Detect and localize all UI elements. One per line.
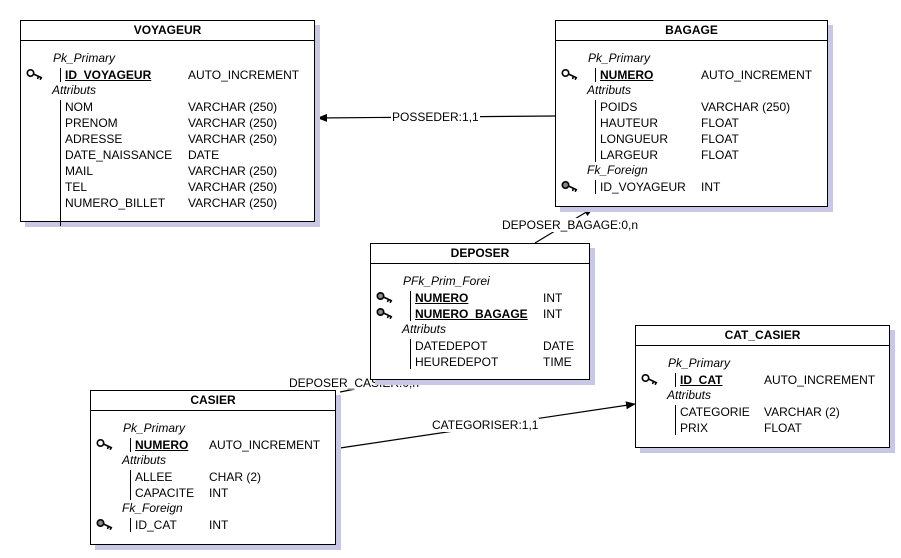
field-name: NUMERO_BILLET	[65, 196, 166, 210]
fk-group-label: Fk_Foreign	[122, 501, 183, 515]
field-name: POIDS	[600, 100, 638, 114]
posseder-label: POSSEDER:1,1	[391, 110, 480, 124]
field-type: DATE	[543, 339, 575, 353]
field-type: VARCHAR (250)	[188, 196, 278, 210]
key-icon	[26, 68, 44, 81]
entity-title: DEPOSER	[371, 244, 589, 264]
field-name: CAPACITE	[135, 486, 195, 500]
pk-group-label: Pk_Primary	[668, 356, 731, 370]
field-name: PRENOM	[65, 116, 118, 130]
field-type: FLOAT	[764, 421, 802, 435]
attributes-group-label: Attributs	[402, 322, 447, 336]
field-type: CHAR (2)	[209, 470, 262, 484]
field-type: VARCHAR (250)	[188, 132, 278, 146]
pk-group-label: PFk_Prim_Forei	[403, 274, 490, 288]
field-name: MAIL	[65, 164, 94, 178]
field-type: AUTO_INCREMENT	[701, 68, 813, 82]
field-name: DATEDEPOT	[415, 339, 488, 353]
field-name: CATEGORIE	[680, 405, 750, 419]
field-name: ALLEE	[135, 470, 173, 484]
field-type: FLOAT	[701, 132, 739, 146]
entity-voyageur[interactable]: VOYAGEUR Pk_Primary ID_VOYAGEUR AUTO_INC…	[20, 20, 315, 226]
field-name: PRIX	[680, 421, 709, 435]
foreign-key-icon	[561, 180, 579, 193]
field-name: NUMERO	[600, 68, 654, 82]
pk-group-label: Pk_Primary	[123, 421, 186, 435]
field-type: INT	[209, 486, 229, 500]
field-type: VARCHAR (2)	[764, 405, 840, 419]
attributes-group-label: Attributs	[667, 388, 712, 402]
pk-group-label: Pk_Primary	[588, 51, 651, 65]
field-name: TEL	[65, 180, 88, 194]
field-name: ID_CAT	[680, 373, 723, 387]
field-type: VARCHAR (250)	[701, 100, 791, 114]
key-icon	[561, 68, 579, 81]
field-type: VARCHAR (250)	[188, 180, 278, 194]
field-type: DATE	[188, 148, 220, 162]
field-name: HEUREDEPOT	[415, 355, 499, 369]
field-name: HAUTEUR	[600, 116, 659, 130]
field-name: ADRESSE	[65, 132, 123, 146]
field-name: NOM	[65, 100, 93, 114]
categoriser-label: CATEGORISER:1,1	[431, 418, 540, 432]
field-type: AUTO_INCREMENT	[188, 68, 300, 82]
entity-cat-casier[interactable]: CAT_CASIER Pk_Primary ID_CAT AUTO_INCREME…	[635, 325, 890, 448]
entity-bagage[interactable]: BAGAGE Pk_Primary NUMERO AUTO_INCREMENT …	[555, 20, 828, 207]
fk-group-label: Fk_Foreign	[587, 163, 648, 177]
deposer-bagage-label: DEPOSER_BAGAGE:0,n	[501, 218, 640, 232]
entity-title: CAT_CASIER	[636, 326, 889, 346]
field-type: AUTO_INCREMENT	[209, 438, 321, 452]
field-name: LONGUEUR	[600, 132, 669, 146]
pk-group-label: Pk_Primary	[53, 51, 116, 65]
field-name: ID_CAT	[135, 518, 177, 532]
field-name: NUMERO_BAGAGE	[415, 307, 528, 321]
field-type: INT	[209, 518, 229, 532]
attributes-group-label: Attributs	[52, 83, 97, 97]
foreign-key-icon	[376, 291, 394, 304]
attributes-group-label: Attributs	[587, 83, 632, 97]
field-type: INT	[701, 180, 721, 194]
attributes-group-label: Attributs	[122, 453, 167, 467]
field-type: VARCHAR (250)	[188, 116, 278, 130]
field-name: ID_VOYAGEUR	[65, 68, 152, 82]
field-type: TIME	[543, 355, 572, 369]
entity-deposer[interactable]: DEPOSER PFk_Prim_Forei NUMERO INT NUMERO_…	[370, 243, 590, 380]
field-name: NUMERO	[415, 291, 469, 305]
entity-casier[interactable]: CASIER Pk_Primary NUMERO AUTO_INCREMENT A…	[90, 390, 336, 545]
field-type: VARCHAR (250)	[188, 100, 278, 114]
field-type: FLOAT	[701, 148, 739, 162]
key-icon	[641, 373, 659, 386]
field-name: ID_VOYAGEUR	[600, 180, 686, 194]
key-icon	[96, 438, 114, 451]
field-type: AUTO_INCREMENT	[764, 373, 876, 387]
field-name: NUMERO	[135, 438, 189, 452]
field-name: DATE_NAISSANCE	[65, 148, 173, 162]
field-name: LARGEUR	[600, 148, 659, 162]
field-type: INT	[543, 307, 563, 321]
field-type: VARCHAR (250)	[188, 164, 278, 178]
foreign-key-icon	[96, 518, 114, 531]
entity-title: BAGAGE	[556, 21, 827, 41]
foreign-key-icon	[376, 307, 394, 320]
entity-title: VOYAGEUR	[21, 21, 314, 41]
entity-title: CASIER	[91, 391, 335, 411]
field-type: FLOAT	[701, 116, 739, 130]
field-type: INT	[543, 291, 563, 305]
